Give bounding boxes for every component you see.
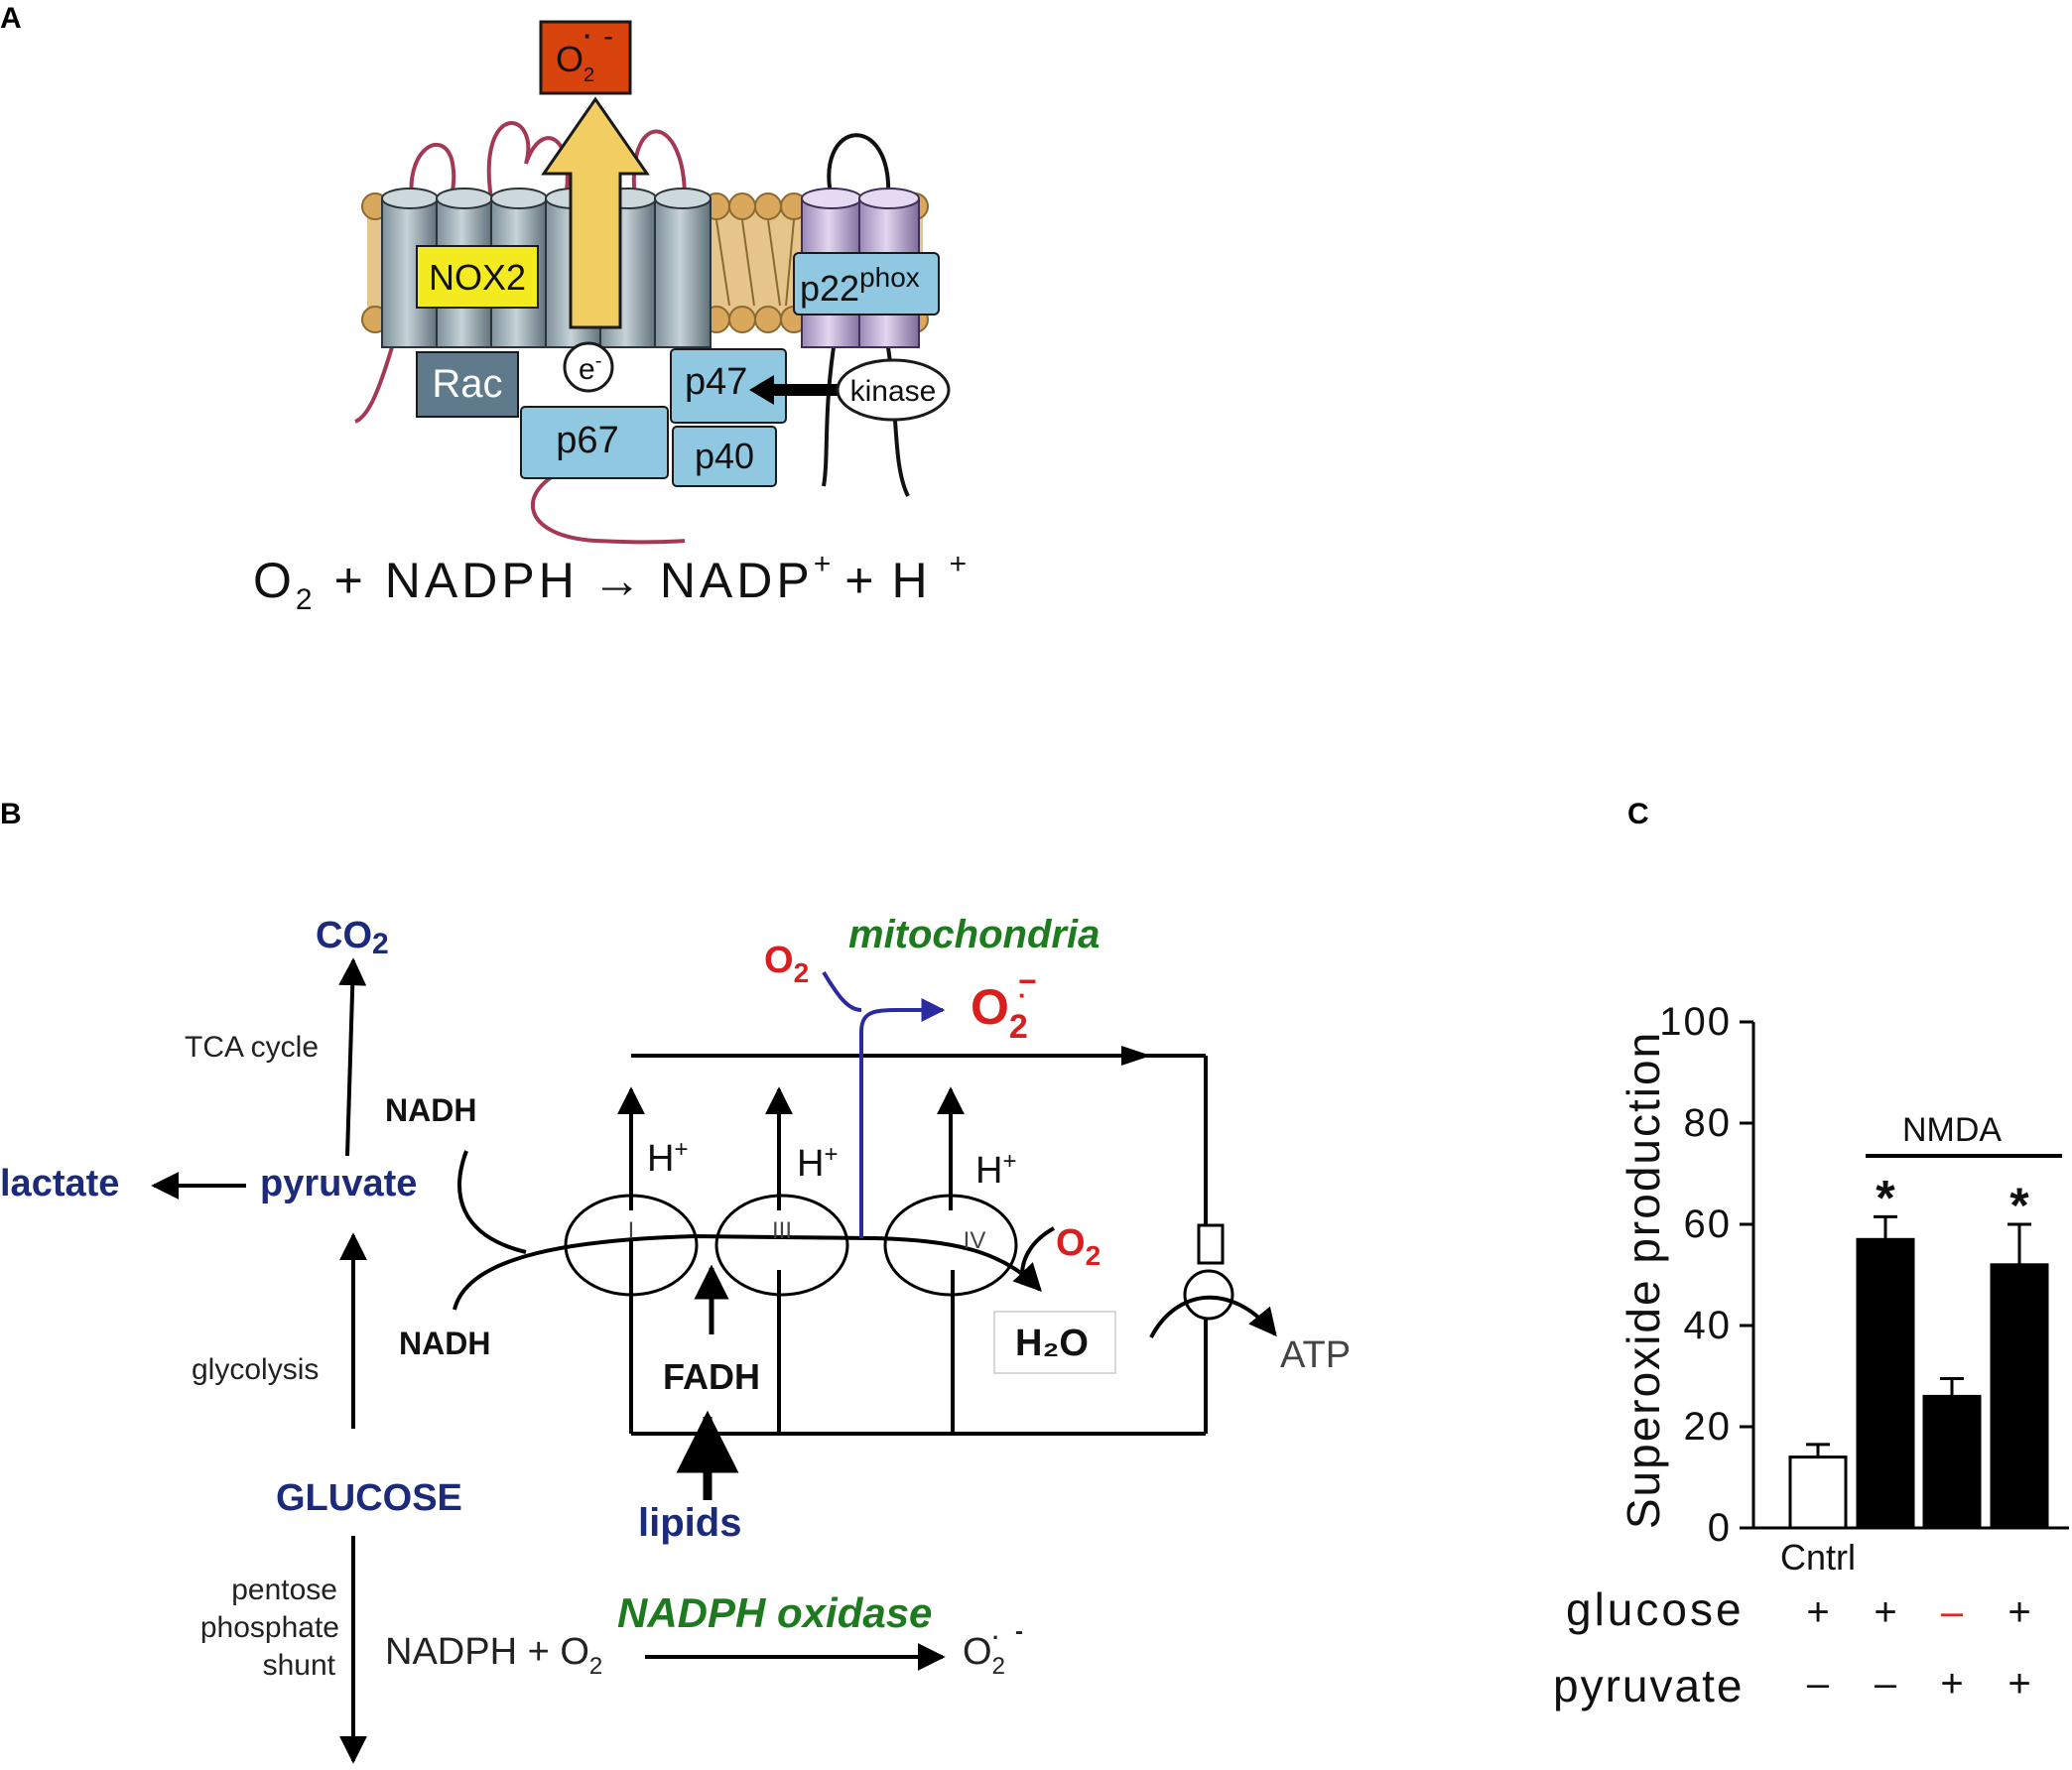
complex-iii [714, 1194, 849, 1297]
superoxide-box [539, 20, 632, 95]
rac-label: Rac [432, 362, 502, 406]
superoxide-bar-chart: 0 20 40 60 80 100 Cntrl * * Superoxide producti… [1553, 1000, 2069, 1711]
complex-i-label: I [628, 1217, 635, 1244]
p47-label: p47 [685, 361, 747, 403]
y-axis-label: Superoxide production [1618, 1031, 1669, 1529]
o2-right-label: O2 [1056, 1222, 1101, 1271]
complex-iii-label: III [772, 1217, 792, 1244]
glucose-sign: + [2007, 1590, 2030, 1634]
nadph-product-dot: · [992, 1625, 999, 1650]
bar [1990, 1263, 2049, 1530]
superoxide-leak-arrow [859, 998, 946, 1238]
kinase-arrow-head [749, 375, 774, 405]
y-tick-label: 0 [1708, 1506, 1732, 1550]
panel-label-b: B [0, 798, 22, 830]
tca-label: TCA cycle [185, 1031, 319, 1064]
pyruvate-sign: – [1875, 1662, 1897, 1706]
pyruvate-row-label: pyruvate [1553, 1660, 1744, 1711]
metabolism-diagram: CO2 TCA cycle NADH lactate pyruvate glyc… [0, 913, 1351, 1764]
lipids-label: lipids [638, 1501, 741, 1545]
p67-label: p67 [556, 420, 618, 461]
nox2-box [416, 245, 539, 309]
proton-label-1: H+ [647, 1136, 688, 1180]
co2-label: CO2 [316, 915, 389, 960]
nadph-product-charge: - [1015, 1618, 1023, 1645]
rac-box [416, 351, 519, 418]
bar [1922, 1394, 1982, 1530]
pyruvate-sign: + [1940, 1662, 1963, 1706]
category-label: Cntrl [1780, 1537, 1856, 1578]
superoxide-charge: - [603, 20, 613, 53]
bar [1856, 1237, 1915, 1530]
superoxide-symbol: O2 [556, 39, 594, 86]
mitochondria-label: mitochondria [848, 913, 1100, 956]
pyruvate-label: pyruvate [260, 1163, 417, 1204]
y-tick-label: 40 [1684, 1304, 1733, 1347]
nox2-complex-illustration: O2 · - NOX2 p22phox Rac e- p47 kinase p6… [354, 20, 951, 545]
atp-label: ATP [1280, 1334, 1351, 1376]
nadh-top-label: NADH [385, 1092, 476, 1128]
o2-complex4-curve [1020, 1226, 1055, 1276]
electron-circle [563, 341, 614, 393]
panel-label-a: A [0, 2, 22, 35]
glucose-sign: + [1806, 1590, 1829, 1634]
complex-iv-label: IV [964, 1227, 986, 1254]
pentose-label-2: phosphate [200, 1611, 339, 1644]
electron-label: e- [579, 350, 601, 386]
nadph-product-label: O2 [963, 1631, 1005, 1680]
glucose-sign: – [1941, 1590, 1964, 1634]
pentose-label-1: pentose [231, 1574, 337, 1606]
y-tick-label: 100 [1659, 1000, 1732, 1044]
nox2-label: NOX2 [429, 257, 526, 298]
electron-flow-arrow [541, 96, 650, 329]
nadph-reactant-label: NADPH + O2 [385, 1631, 602, 1680]
complex-iv [883, 1194, 1018, 1297]
glucose-label: GLUCOSE [276, 1477, 462, 1519]
atp-synthase-icon [1149, 1223, 1277, 1338]
glucose-row-label: glucose [1566, 1583, 1745, 1635]
p22phox-box [793, 252, 940, 316]
p67-box [520, 406, 669, 479]
glycolysis-label: glycolysis [192, 1353, 319, 1386]
pyruvate-sign: – [1807, 1662, 1830, 1706]
y-tick-label: 20 [1684, 1405, 1733, 1449]
o2-top-label: O2 [764, 940, 809, 988]
mito-superoxide-label: O2 [971, 979, 1028, 1046]
significance-marker: * [1876, 1170, 1895, 1225]
bar [1788, 1455, 1848, 1530]
glucose-sign: + [1874, 1590, 1896, 1634]
nadh-bottom-label: NADH [399, 1326, 490, 1361]
lipid-tails [715, 219, 795, 307]
kinase-label: kinase [850, 375, 937, 408]
p22phox-label: p22phox [800, 262, 920, 309]
complex-i [564, 1194, 699, 1297]
fadh-label: FADH [663, 1356, 760, 1397]
proton-label-4: H+ [975, 1148, 1016, 1192]
nadph-oxidase-label: NADPH oxidase [617, 1589, 932, 1636]
mito-superoxide-charge: − [1018, 963, 1037, 999]
panel-label-c: C [1627, 798, 1649, 830]
significance-marker: * [2009, 1178, 2029, 1233]
pentose-label-3: shunt [263, 1649, 336, 1682]
h2o-label: H₂O [1015, 1323, 1089, 1364]
y-tick-label: 60 [1684, 1202, 1733, 1246]
nadh-top-curve [457, 1150, 527, 1254]
pyruvate-sign: + [2007, 1662, 2030, 1706]
tca-arrow [338, 957, 367, 1157]
kinase-ellipse [836, 358, 951, 422]
p40-label: p40 [695, 436, 754, 476]
proton-label-3: H+ [797, 1141, 838, 1185]
h2o-box [993, 1311, 1116, 1374]
mito-superoxide-dot: · [1018, 980, 1027, 1010]
superoxide-dot: · [583, 21, 592, 51]
oxygen-entry-curve [822, 970, 862, 1012]
nox-reaction-equation: O2+NADPH→NADP++H+ [253, 548, 971, 616]
lactate-label: lactate [0, 1163, 119, 1204]
p40-box [672, 426, 777, 487]
proton-flow-arrowhead [1121, 1046, 1151, 1066]
y-tick-label: 80 [1684, 1101, 1733, 1145]
nmda-label: NMDA [1902, 1111, 2002, 1149]
